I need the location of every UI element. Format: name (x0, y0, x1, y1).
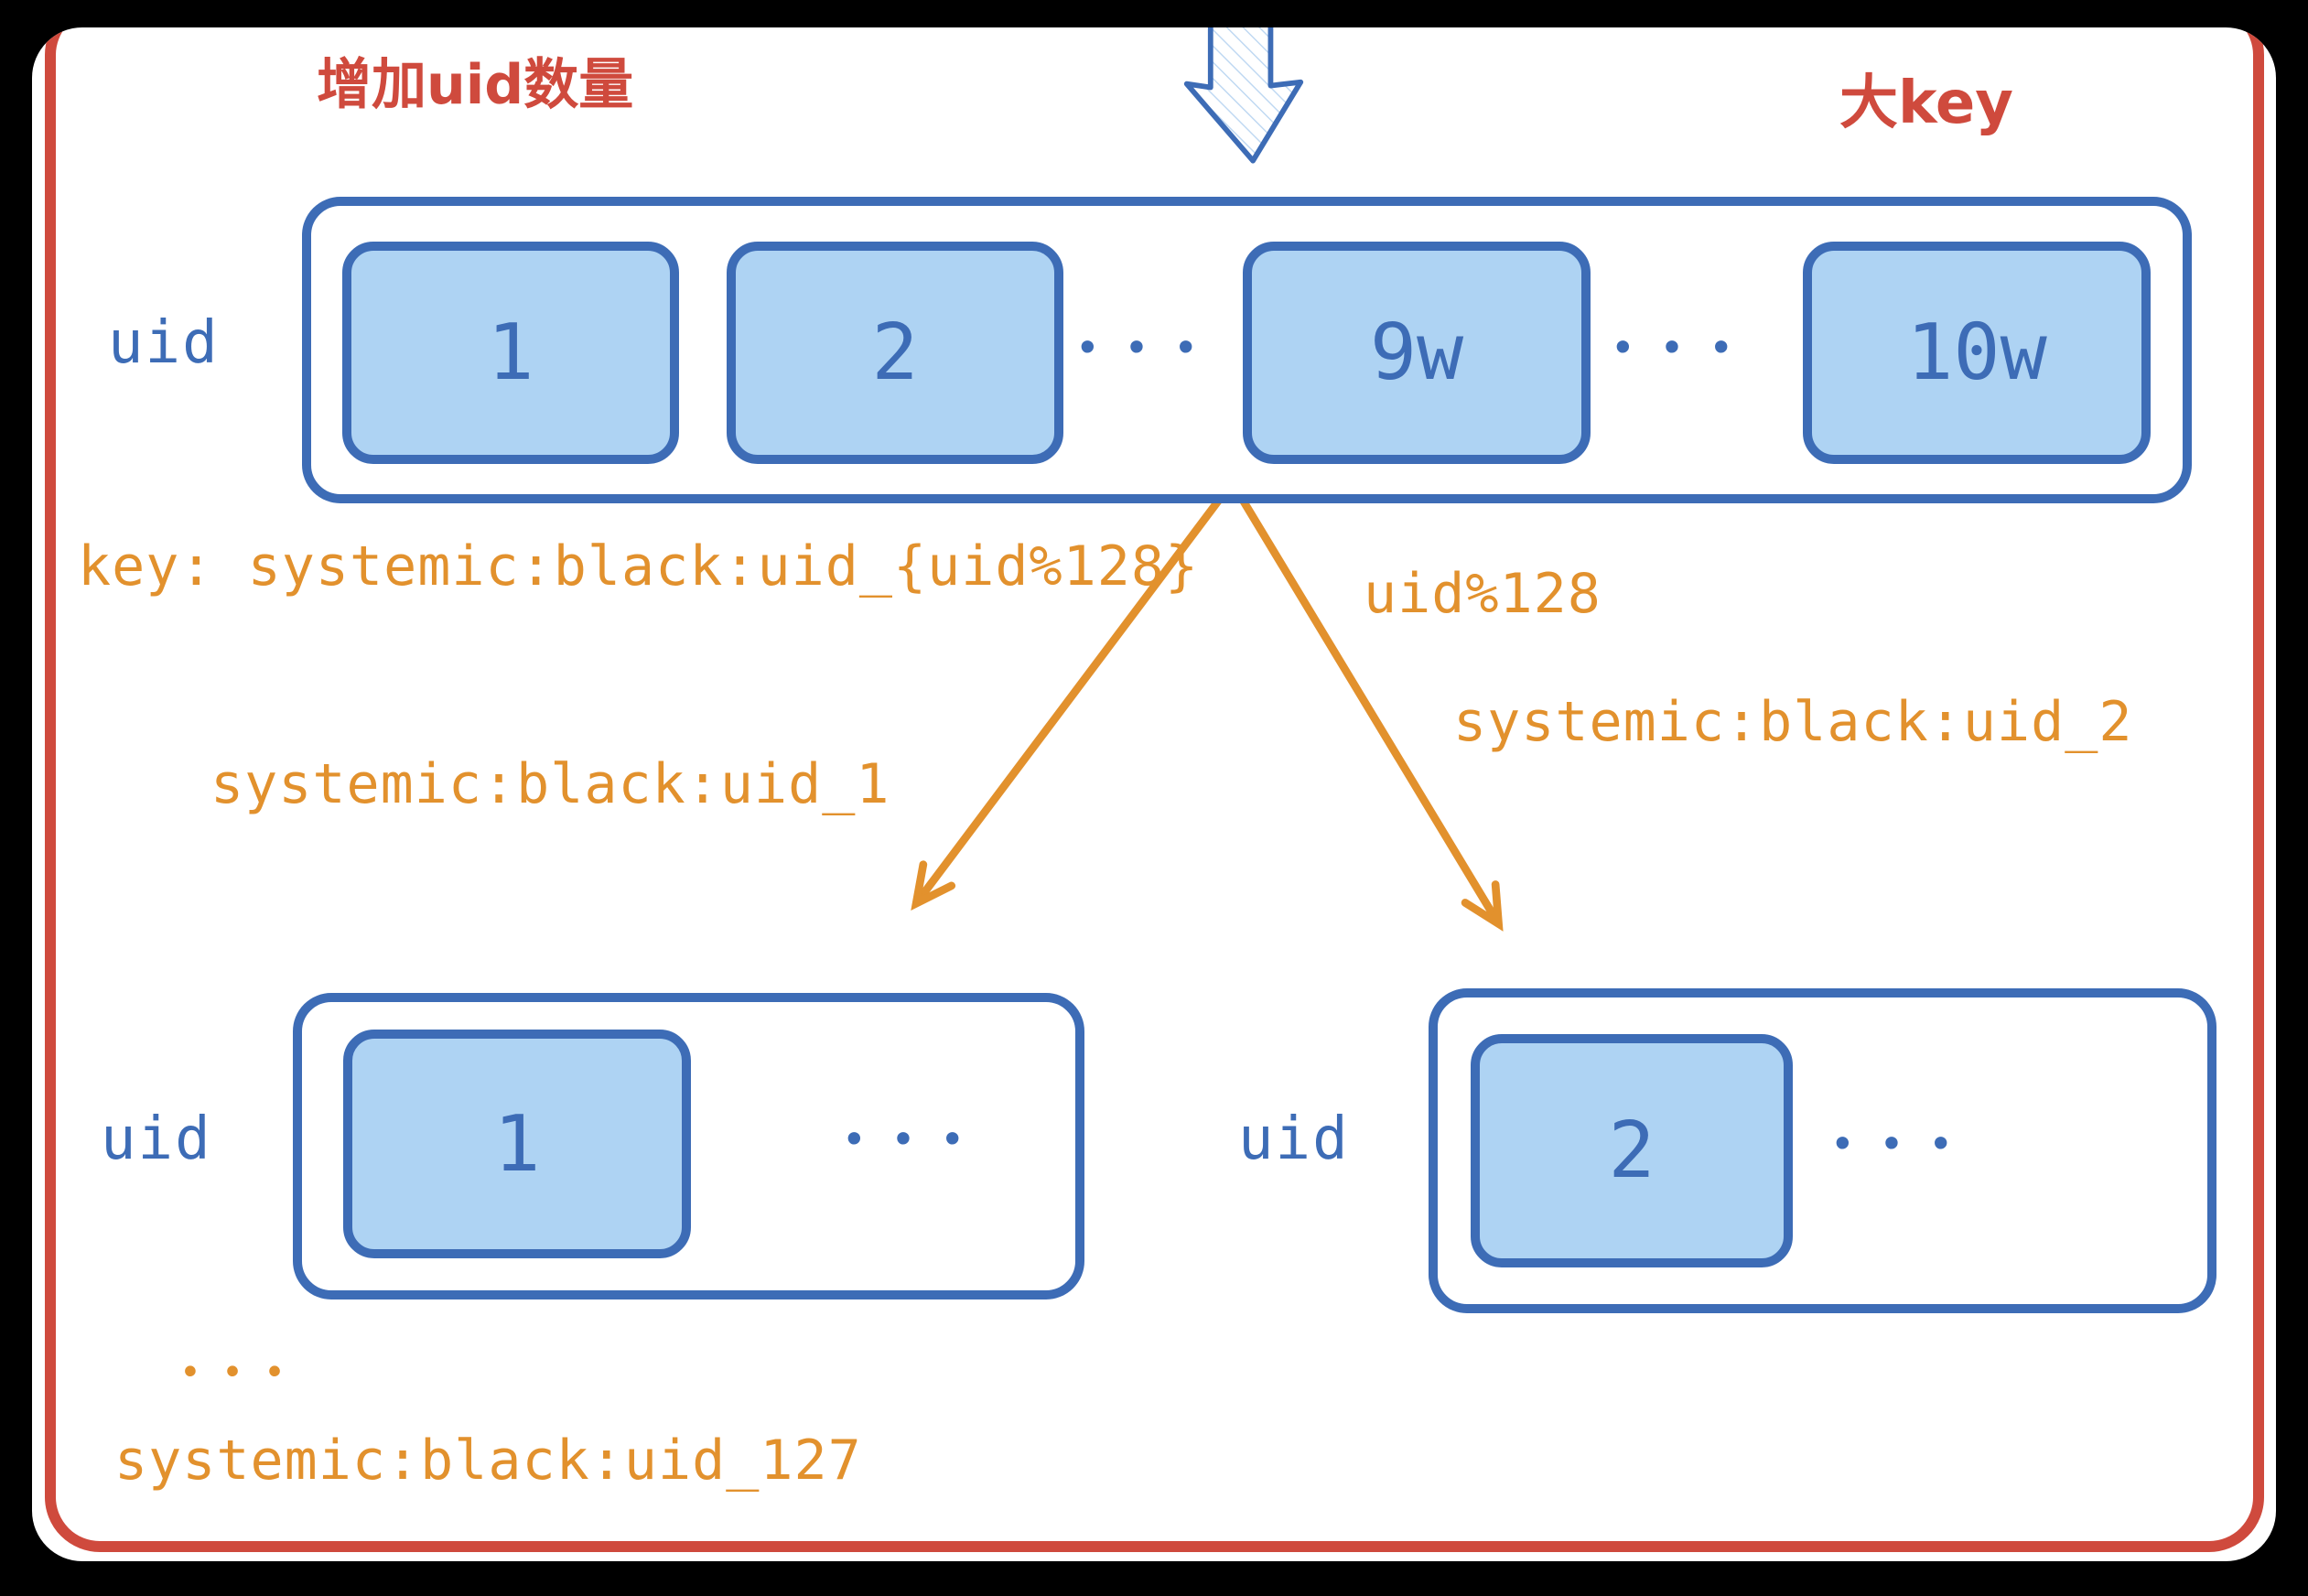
left-shard-uid-label: uid (101, 1105, 212, 1173)
big-key-container: 1 2 ••• 9w ••• 10w (302, 197, 2192, 503)
right-shard-cell-2: 2 (1471, 1034, 1793, 1267)
mod-128-label: uid%128 (1364, 562, 1602, 626)
shard-key-2-label: systemic:black:uid_2 (1453, 690, 2133, 754)
more-shards-dots: ••• (178, 1352, 307, 1394)
frame-red-border (45, 27, 2264, 1552)
uid-cell-2: 2 (727, 242, 1063, 464)
left-shard-cell-1: 1 (343, 1030, 691, 1258)
shard-key-127-label: systemic:black:uid_127 (114, 1429, 862, 1493)
ellipsis-dots: ••• (1610, 323, 1758, 372)
left-shard-container: 1 ••• (293, 993, 1084, 1299)
ellipsis-dots: ••• (1074, 323, 1223, 372)
uid-cell-9w: 9w (1243, 242, 1591, 464)
shard-key-1-label: systemic:black:uid_1 (210, 752, 890, 816)
whiteboard-frame: 增加uid数量 大key uid 1 2 ••• 9w ••• 10w key:… (32, 27, 2276, 1561)
key-formula-label: key: systemic:black:uid_{uid%128} (78, 534, 1200, 598)
big-key-uid-label: uid (108, 309, 220, 377)
ellipsis-dots: ••• (1829, 1119, 1978, 1169)
ellipsis-dots: ••• (841, 1115, 989, 1164)
right-shard-container: 2 ••• (1429, 988, 2216, 1313)
big-key-label: 大key (1839, 70, 2013, 137)
uid-cell-1: 1 (342, 242, 679, 464)
increase-uid-label: 增加uid数量 (317, 53, 634, 117)
right-shard-uid-label: uid (1238, 1105, 1350, 1173)
uid-cell-10w: 10w (1803, 242, 2151, 464)
